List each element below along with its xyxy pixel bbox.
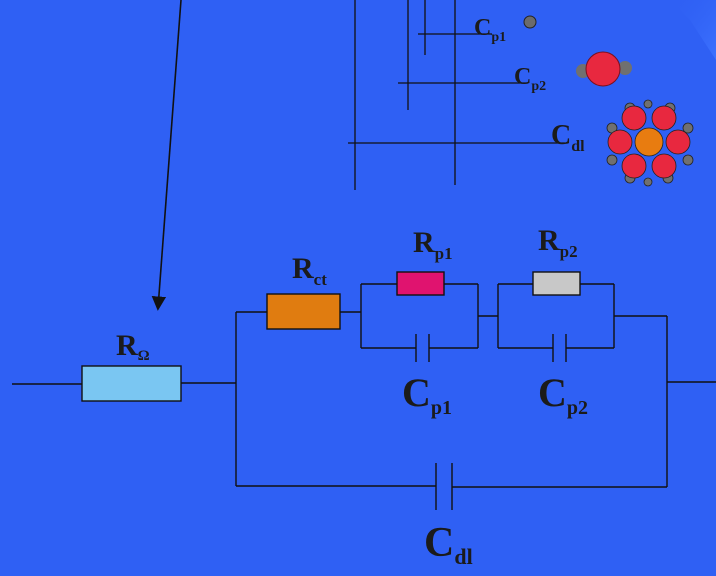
label-r-ohm: RΩ <box>116 329 150 364</box>
resistor-r-ct <box>266 293 341 330</box>
pointer-arrow <box>151 0 182 311</box>
label-r-p2: Rp2 <box>538 224 578 261</box>
circuit-wires <box>12 283 716 510</box>
corner-sheen <box>670 0 716 60</box>
ion-cluster-icon <box>606 99 694 187</box>
legend-cp2-label: Cp2 <box>514 64 546 94</box>
label-r-p1: Rp1 <box>413 226 453 263</box>
label-c-p1: Cp1 <box>402 370 452 419</box>
resistor-r-ohm <box>81 365 182 402</box>
small-ion-icon <box>523 15 537 29</box>
resistor-r-p1 <box>396 271 445 296</box>
legend-cp1-label: Cp1 <box>474 15 506 45</box>
legend-cdl-label: Cdl <box>551 120 585 155</box>
resistor-r-p2 <box>532 271 581 296</box>
label-c-dl: Cdl <box>424 520 473 569</box>
label-r-ct: Rct <box>292 252 327 289</box>
pore-lines <box>348 0 565 190</box>
label-c-p2: Cp2 <box>538 370 588 419</box>
solvated-ion-icon <box>576 51 632 87</box>
